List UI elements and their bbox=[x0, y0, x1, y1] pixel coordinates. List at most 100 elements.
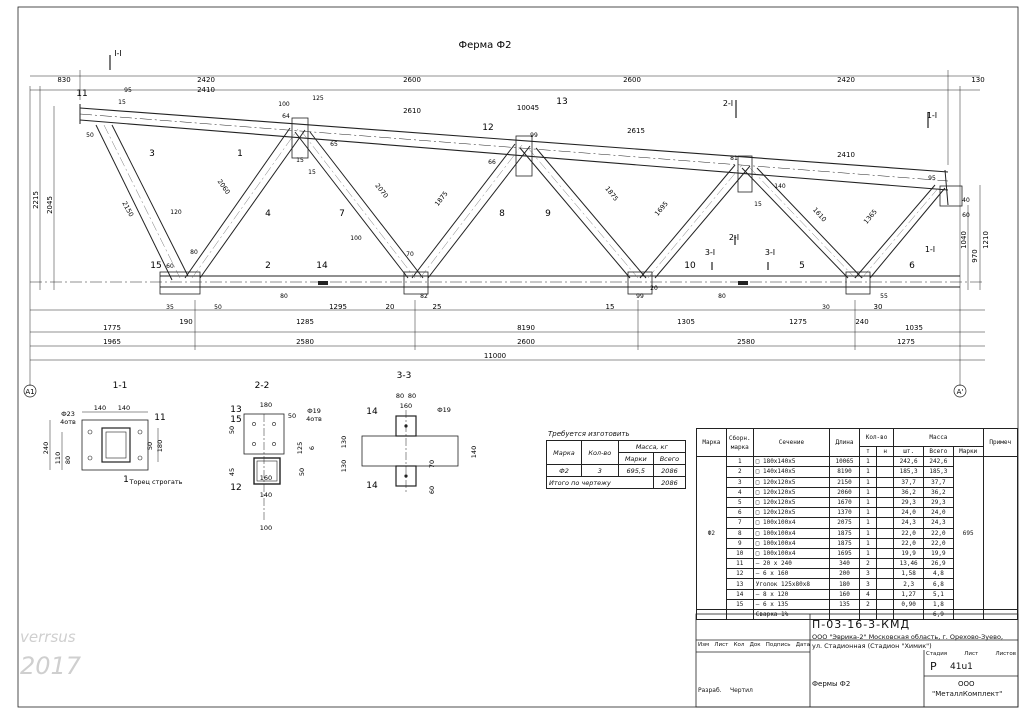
col-label: Изм bbox=[698, 642, 710, 648]
req-cell: 3 bbox=[580, 464, 619, 477]
part-mark: 11 bbox=[154, 413, 165, 423]
truss-diagonals bbox=[79, 104, 949, 281]
dim-text: 1210 bbox=[982, 231, 990, 249]
spec-header: Длина bbox=[829, 427, 860, 458]
dim-text: 80 bbox=[190, 249, 198, 256]
dim-text: 11000 bbox=[484, 352, 506, 360]
part-mark: 13 bbox=[556, 97, 567, 107]
dim-text: 1695 bbox=[653, 200, 670, 218]
dimension-lines bbox=[29, 70, 985, 386]
stage-header: Стадия bbox=[926, 651, 948, 657]
col-label: Док bbox=[749, 642, 761, 648]
stage-header: Лист bbox=[964, 651, 979, 657]
spec-cell: 8190 bbox=[829, 466, 860, 478]
dim-text: 2580 bbox=[296, 338, 314, 346]
spec-cell bbox=[876, 517, 895, 529]
top-chord bbox=[79, 107, 949, 191]
dim-text: 50 bbox=[214, 304, 222, 311]
spec-cell: 1 bbox=[725, 456, 754, 468]
spec-cell: □ 180х140х5 bbox=[752, 456, 831, 468]
dim-text: 1965 bbox=[103, 338, 121, 346]
dim-text: 1275 bbox=[897, 338, 915, 346]
spec-cell: 1 bbox=[858, 527, 878, 539]
table-row: Ф2 3 695,5 2086 bbox=[546, 464, 687, 477]
dim-text: 80 bbox=[280, 293, 288, 300]
req-cell: 2086 bbox=[652, 464, 687, 477]
dim-text: 99 bbox=[530, 132, 538, 139]
spec-cell: □ 120х120х5 bbox=[752, 476, 831, 488]
spec-header: Марка bbox=[696, 427, 727, 458]
section-title: 3-3 bbox=[397, 371, 412, 381]
top-dimensions: 830 2420 2600 2600 2420 130 2410 2610 26… bbox=[57, 76, 984, 159]
dim-text: 55 bbox=[880, 293, 888, 300]
dim-text: 100 bbox=[278, 101, 290, 108]
col-label: Кол bbox=[733, 642, 745, 648]
spec-cell: 1 bbox=[858, 547, 878, 560]
spec-cell: 5 bbox=[725, 496, 754, 509]
axis-a1-circle bbox=[23, 384, 37, 398]
dim-text: 81 bbox=[730, 155, 738, 162]
dim-text: 6 bbox=[308, 446, 316, 450]
spec-cell: 200 bbox=[829, 568, 860, 580]
spec-cell bbox=[876, 476, 895, 488]
spec-cell: 9 bbox=[725, 537, 754, 549]
spec-cell: 185,3 bbox=[893, 466, 925, 478]
sheet-frame bbox=[17, 6, 1019, 708]
spec-cell: 1 bbox=[858, 466, 878, 478]
spec-cell bbox=[876, 507, 895, 519]
watermark-line-2: 2017 bbox=[20, 652, 82, 680]
dim-text: 1775 bbox=[103, 324, 121, 332]
dim-text: 40 bbox=[962, 197, 970, 204]
stage-header: Листов bbox=[995, 651, 1016, 657]
section-label: 1-I bbox=[925, 245, 935, 254]
spec-cell: 1,8 bbox=[923, 598, 954, 611]
spec-weld-value: 6,9 bbox=[923, 608, 954, 621]
part-mark: 14 bbox=[366, 481, 378, 491]
spec-cell: 12 bbox=[725, 568, 754, 580]
dim-text: 2045 bbox=[46, 196, 54, 214]
dim-text: 140 bbox=[118, 404, 130, 412]
spec-cell: 2 bbox=[858, 558, 878, 570]
dim-text: 1610 bbox=[811, 206, 828, 224]
dim-text: 1285 bbox=[296, 318, 314, 326]
spec-cell: □ 120х120х5 bbox=[752, 496, 831, 509]
sheet-value: 41u1 bbox=[950, 662, 973, 672]
spec-cell: □ 100х100х4 bbox=[752, 527, 831, 539]
spec-cell bbox=[876, 558, 895, 570]
dim-text: 970 bbox=[971, 249, 979, 262]
dim-text: 82 bbox=[420, 293, 428, 300]
dim-text: 35 bbox=[166, 304, 174, 311]
spec-cell: 36,2 bbox=[923, 486, 954, 498]
part-mark: 13 bbox=[230, 405, 241, 415]
req-header-per-mark: Марки bbox=[617, 452, 654, 465]
col-label: Подпись bbox=[765, 642, 791, 648]
plate-14-blocks bbox=[318, 281, 748, 285]
section-label: 1-I bbox=[927, 111, 937, 120]
part-mark: 1 bbox=[123, 475, 129, 485]
requirements-title: Требуется изготовить bbox=[548, 430, 630, 438]
dim-text: 2410 bbox=[197, 86, 215, 94]
dim-text: 2600 bbox=[517, 338, 535, 346]
spec-cell: □ 100х100х4 bbox=[752, 517, 831, 529]
section-3-3: 3-3 80 80 160 Ф19 130 130 140 70 60 14 1… bbox=[340, 371, 478, 494]
dim-text: 80 bbox=[396, 392, 404, 400]
spec-header: н bbox=[876, 445, 895, 458]
spec-cell: 22,0 bbox=[893, 537, 925, 549]
dim-text: 140 bbox=[260, 491, 272, 499]
dim-text: 20 bbox=[650, 285, 658, 292]
spec-header: шт. bbox=[893, 445, 925, 458]
dim-text: 2610 bbox=[403, 107, 421, 115]
spec-cell: 1,27 bbox=[893, 588, 925, 600]
part-mark: 6 bbox=[909, 261, 915, 271]
spec-cell: 1 bbox=[858, 456, 878, 468]
dim-text: 2580 bbox=[737, 338, 755, 346]
spec-cell bbox=[876, 598, 895, 611]
axis-a-circle bbox=[953, 384, 967, 398]
watermark-line-1: verrsus bbox=[20, 628, 76, 646]
developer-label: Разраб. bbox=[698, 687, 722, 694]
dim-text: 60 bbox=[962, 212, 970, 219]
misc-dimensions: 95 15 50 100 125 64 65 15 15 99 66 81 14… bbox=[86, 87, 970, 311]
table-row: Итого по чертежу 2086 bbox=[546, 476, 687, 489]
